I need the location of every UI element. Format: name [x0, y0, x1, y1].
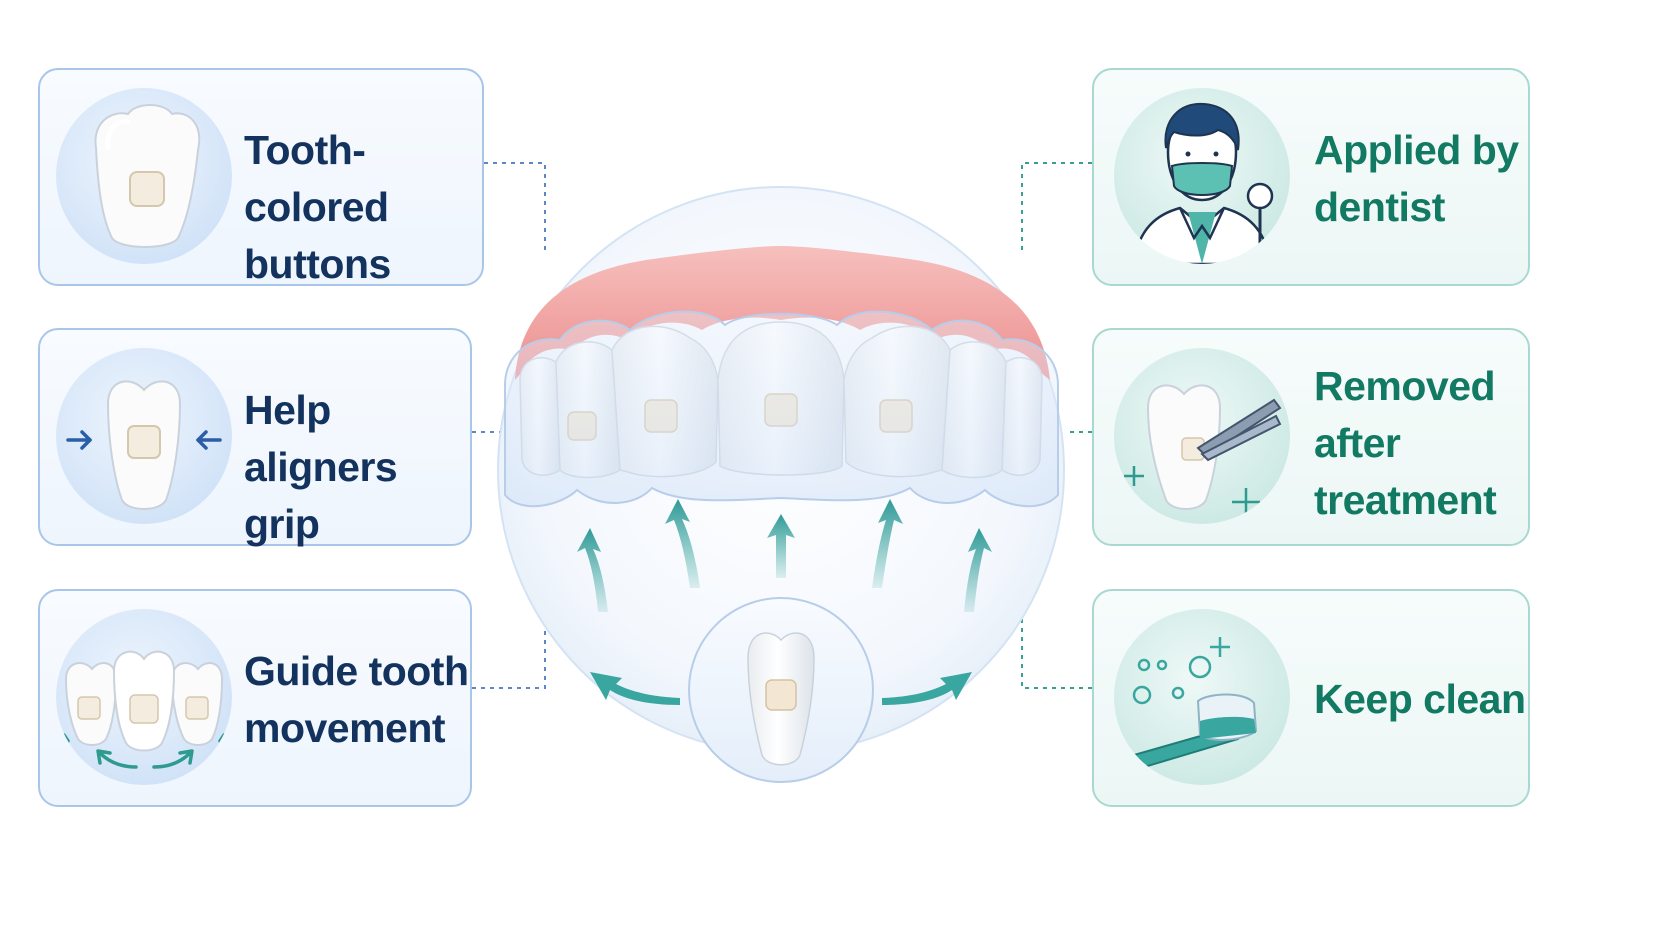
- card-applied-by-dentist: Applied by dentist: [1092, 68, 1530, 286]
- connector-lines: [472, 162, 546, 689]
- card-tooth-colored-buttons: Tooth-colored buttons: [38, 68, 484, 287]
- upward-arrows: [577, 499, 992, 612]
- label-line: buttons: [244, 241, 391, 287]
- toothbrush-icon: [1114, 609, 1290, 785]
- label-tooth-colored-buttons: Tooth-colored buttons: [244, 122, 482, 293]
- tooth-tweezers-icon: [1114, 348, 1290, 524]
- label-line: Tooth-colored: [244, 127, 389, 230]
- label-line: Applied by: [1314, 127, 1519, 173]
- label-guide-tooth-movement: Guide tooth movement: [244, 643, 469, 757]
- label-line: Removed: [1314, 363, 1496, 409]
- card-keep-clean: Keep clean: [1092, 589, 1530, 807]
- label-applied-by-dentist: Applied by dentist: [1314, 122, 1519, 236]
- card-removed-after-treatment: Removed after treatment: [1092, 328, 1530, 546]
- card-guide-tooth-movement: Guide tooth movement: [38, 589, 472, 807]
- teeth-movement-icon: [56, 609, 232, 785]
- single-tooth-icon: [747, 632, 815, 766]
- label-line: treatment: [1314, 477, 1497, 523]
- label-line: after: [1314, 420, 1401, 466]
- label-keep-clean: Keep clean: [1314, 671, 1526, 728]
- label-line: dentist: [1314, 184, 1445, 230]
- label-line: Guide tooth: [244, 648, 469, 694]
- label-line: Keep clean: [1314, 676, 1526, 722]
- label-help-aligners-grip: Help aligners grip: [244, 382, 470, 553]
- connector-lines-right: [1021, 162, 1092, 689]
- label-removed-after-treatment: Removed after treatment: [1314, 358, 1497, 529]
- curved-arrows: [590, 672, 972, 705]
- tooth-grip-arrows-icon: [56, 348, 232, 524]
- label-line: grip: [244, 501, 320, 547]
- card-help-aligners-grip: Help aligners grip: [38, 328, 472, 547]
- tooth-with-button-icon: [56, 88, 232, 264]
- label-line: movement: [244, 705, 446, 751]
- clear-aligner: [504, 310, 1059, 508]
- dentist-icon: [1114, 88, 1290, 264]
- label-line: Help aligners: [244, 387, 398, 490]
